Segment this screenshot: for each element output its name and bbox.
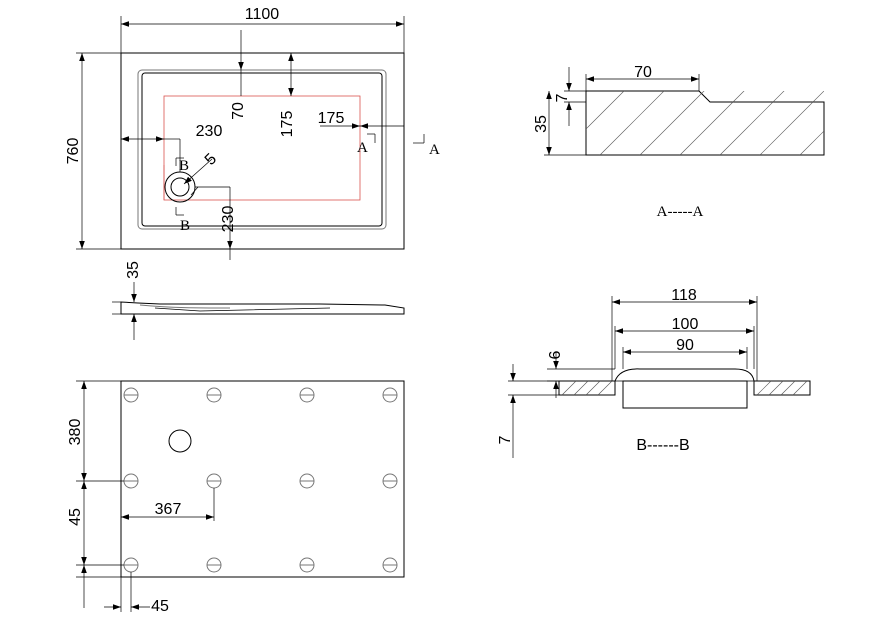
- support-foot: [382, 557, 398, 573]
- tray-outline: [120, 52, 405, 250]
- section-a-label: A-----A: [657, 204, 704, 220]
- section-b-drain-cover: [614, 368, 755, 382]
- dim-367: 367: [155, 501, 182, 518]
- tray-inner-rim-2: [141, 72, 383, 227]
- section-a-profile: [585, 90, 825, 156]
- dim-7-section-b: 7: [497, 435, 514, 444]
- support-feet: [123, 387, 398, 573]
- drain-outer: [164, 171, 196, 203]
- section-b-hatching: [561, 380, 808, 396]
- section-mark-a-right: A: [429, 142, 440, 158]
- support-foot: [206, 557, 222, 573]
- dim-7-section-a: 7: [554, 93, 571, 102]
- drain-inner: [170, 177, 190, 197]
- dim-380: 380: [67, 419, 84, 446]
- tray-side-profile: [120, 301, 405, 315]
- section-b-b: 118 100 90 6 7 B------B: [497, 287, 811, 458]
- section-a-hatching: [586, 91, 824, 155]
- draining-area: [163, 95, 361, 201]
- support-foot: [123, 387, 139, 403]
- dim-230-horizontal: 230: [196, 123, 223, 140]
- dim-90: 90: [676, 337, 694, 354]
- dim-230-vertical: 230: [220, 206, 237, 233]
- dim-760: 760: [65, 138, 82, 165]
- support-foot: [299, 387, 315, 403]
- dim-35-section-a: 35: [533, 115, 550, 133]
- support-foot: [206, 473, 222, 489]
- dim-45-horizontal: 45: [151, 598, 169, 615]
- drain-hole: [168, 429, 192, 453]
- section-b-right-floor: [753, 380, 811, 396]
- support-foot: [123, 473, 139, 489]
- section-b-label: B------B: [636, 437, 689, 454]
- dim-70: 70: [230, 102, 247, 120]
- dim-1100: 1100: [245, 6, 280, 23]
- dim-45-vertical: 45: [67, 508, 84, 526]
- section-mark-a-left: A: [357, 140, 368, 156]
- tray-bottom-outline: [120, 380, 405, 578]
- section-b-drain-body: [622, 380, 748, 409]
- dim-6: 6: [547, 350, 564, 359]
- tray-inner-rim: [137, 69, 387, 230]
- bottom-view: 380 45 367 45: [67, 380, 405, 615]
- support-foot: [123, 557, 139, 573]
- support-foot: [206, 387, 222, 403]
- dim-70-section-a: 70: [634, 64, 652, 81]
- side-view: 35: [112, 261, 405, 340]
- dim-100: 100: [672, 316, 699, 333]
- support-foot: [382, 387, 398, 403]
- dim-175-horizontal: 175: [318, 110, 345, 127]
- support-foot: [299, 473, 315, 489]
- support-foot: [382, 473, 398, 489]
- top-view: 1100 760 70 175 175 230 230 5 B: [65, 6, 440, 260]
- support-foot: [299, 557, 315, 573]
- section-mark-b-upper: B: [179, 158, 189, 174]
- dim-118: 118: [671, 287, 697, 304]
- dim-175-vertical: 175: [279, 111, 296, 138]
- section-mark-b-lower: B: [180, 218, 190, 234]
- section-b-left-floor: [558, 380, 616, 396]
- dim-35-side: 35: [125, 261, 142, 279]
- section-a-a: 70 7 35 A-----A: [533, 64, 825, 220]
